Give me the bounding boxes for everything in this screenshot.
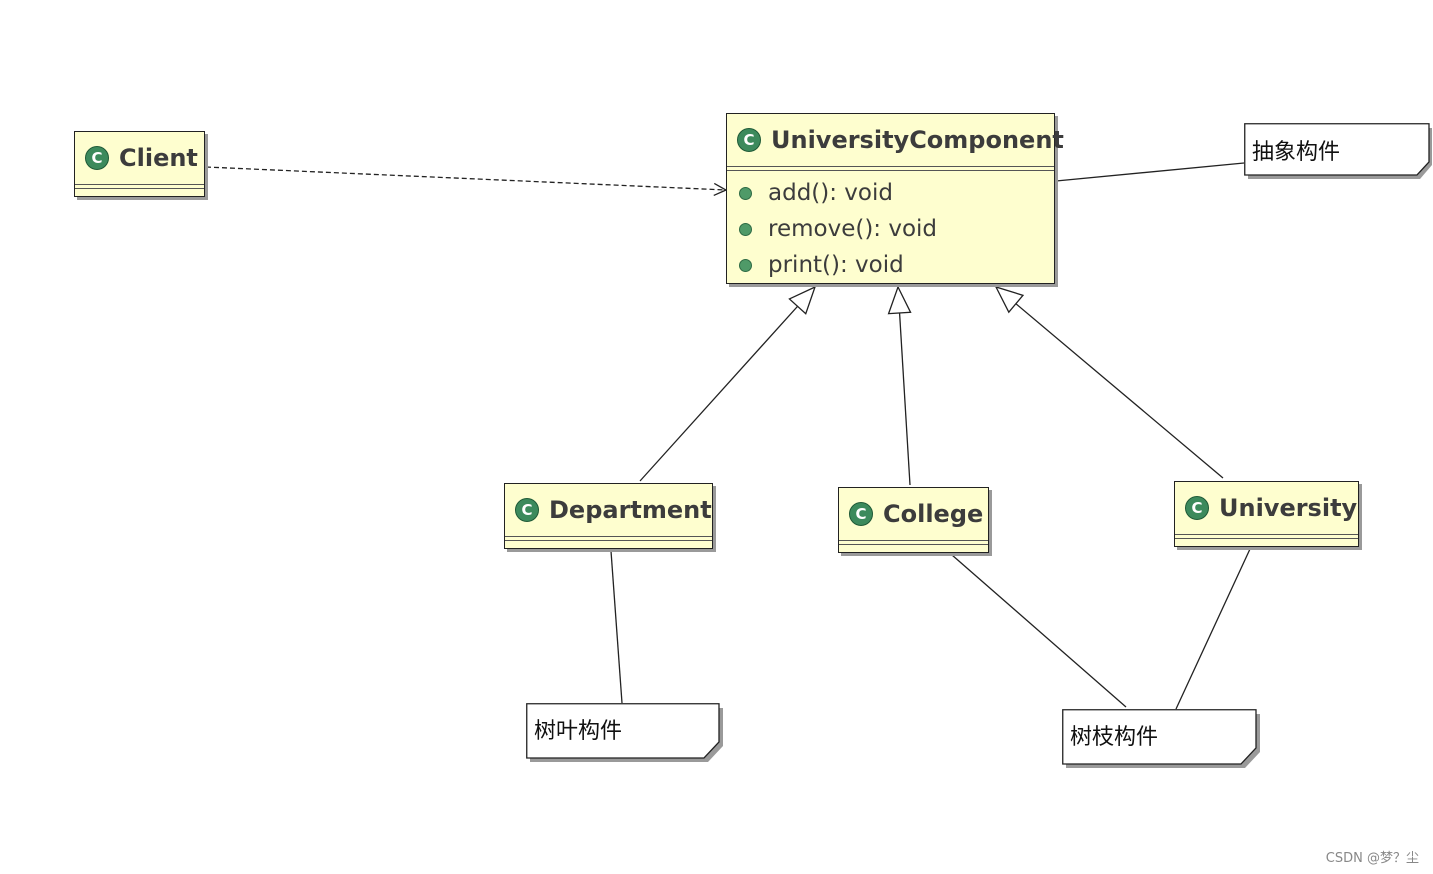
class-name: University [1219, 494, 1358, 522]
class-c-icon: C [1185, 496, 1209, 520]
operation-add[interactable]: add(): void [739, 175, 1054, 211]
dependency-client-to-component [205, 166, 726, 190]
generalization-department [639, 285, 817, 482]
class-name: UniversityComponent [771, 126, 1064, 154]
note-link-branch-university [1175, 548, 1251, 710]
class-name: Department [549, 496, 712, 524]
note-leaf-component[interactable]: 树叶构件 [526, 703, 724, 763]
operations-list: add(): void remove(): void print(): void [727, 171, 1054, 283]
class-c-icon: C [737, 128, 761, 152]
class-college[interactable]: C College [838, 487, 989, 553]
operation-remove[interactable]: remove(): void [739, 211, 1054, 247]
class-client[interactable]: C Client [74, 131, 205, 197]
class-c-icon: C [515, 498, 539, 522]
note-text: 抽象构件 [1252, 139, 1341, 165]
class-divider [75, 184, 204, 189]
note-link-abstract [1055, 162, 1245, 182]
class-university[interactable]: C University [1174, 481, 1359, 547]
class-c-icon: C [85, 146, 109, 170]
class-c-icon: C [849, 502, 873, 526]
class-divider [505, 536, 712, 541]
class-name: College [883, 500, 984, 528]
note-abstract-component[interactable]: 抽象构件 [1244, 123, 1433, 180]
note-shape [1062, 709, 1260, 768]
watermark: CSDN @梦？尘 [1325, 851, 1419, 866]
public-method-icon [739, 186, 752, 200]
generalization-university [994, 285, 1224, 479]
note-link-leaf [610, 550, 623, 704]
class-university-component[interactable]: C UniversityComponent add(): void remove… [726, 113, 1064, 284]
public-method-icon [739, 258, 752, 272]
public-method-icon [739, 222, 752, 236]
note-branch-component[interactable]: 树枝构件 [1062, 709, 1261, 769]
class-department[interactable]: C Department [504, 483, 713, 549]
generalization-college [887, 285, 912, 486]
note-shape [1244, 123, 1432, 179]
note-text: 树枝构件 [1070, 725, 1159, 750]
note-link-branch-college [951, 554, 1127, 708]
operation-print[interactable]: print(): void [739, 247, 1054, 283]
note-shape [526, 703, 723, 762]
note-text: 树叶构件 [534, 719, 623, 744]
class-divider [727, 166, 1054, 171]
class-name: Client [119, 144, 198, 172]
class-divider [839, 540, 988, 545]
class-divider [1175, 534, 1358, 539]
